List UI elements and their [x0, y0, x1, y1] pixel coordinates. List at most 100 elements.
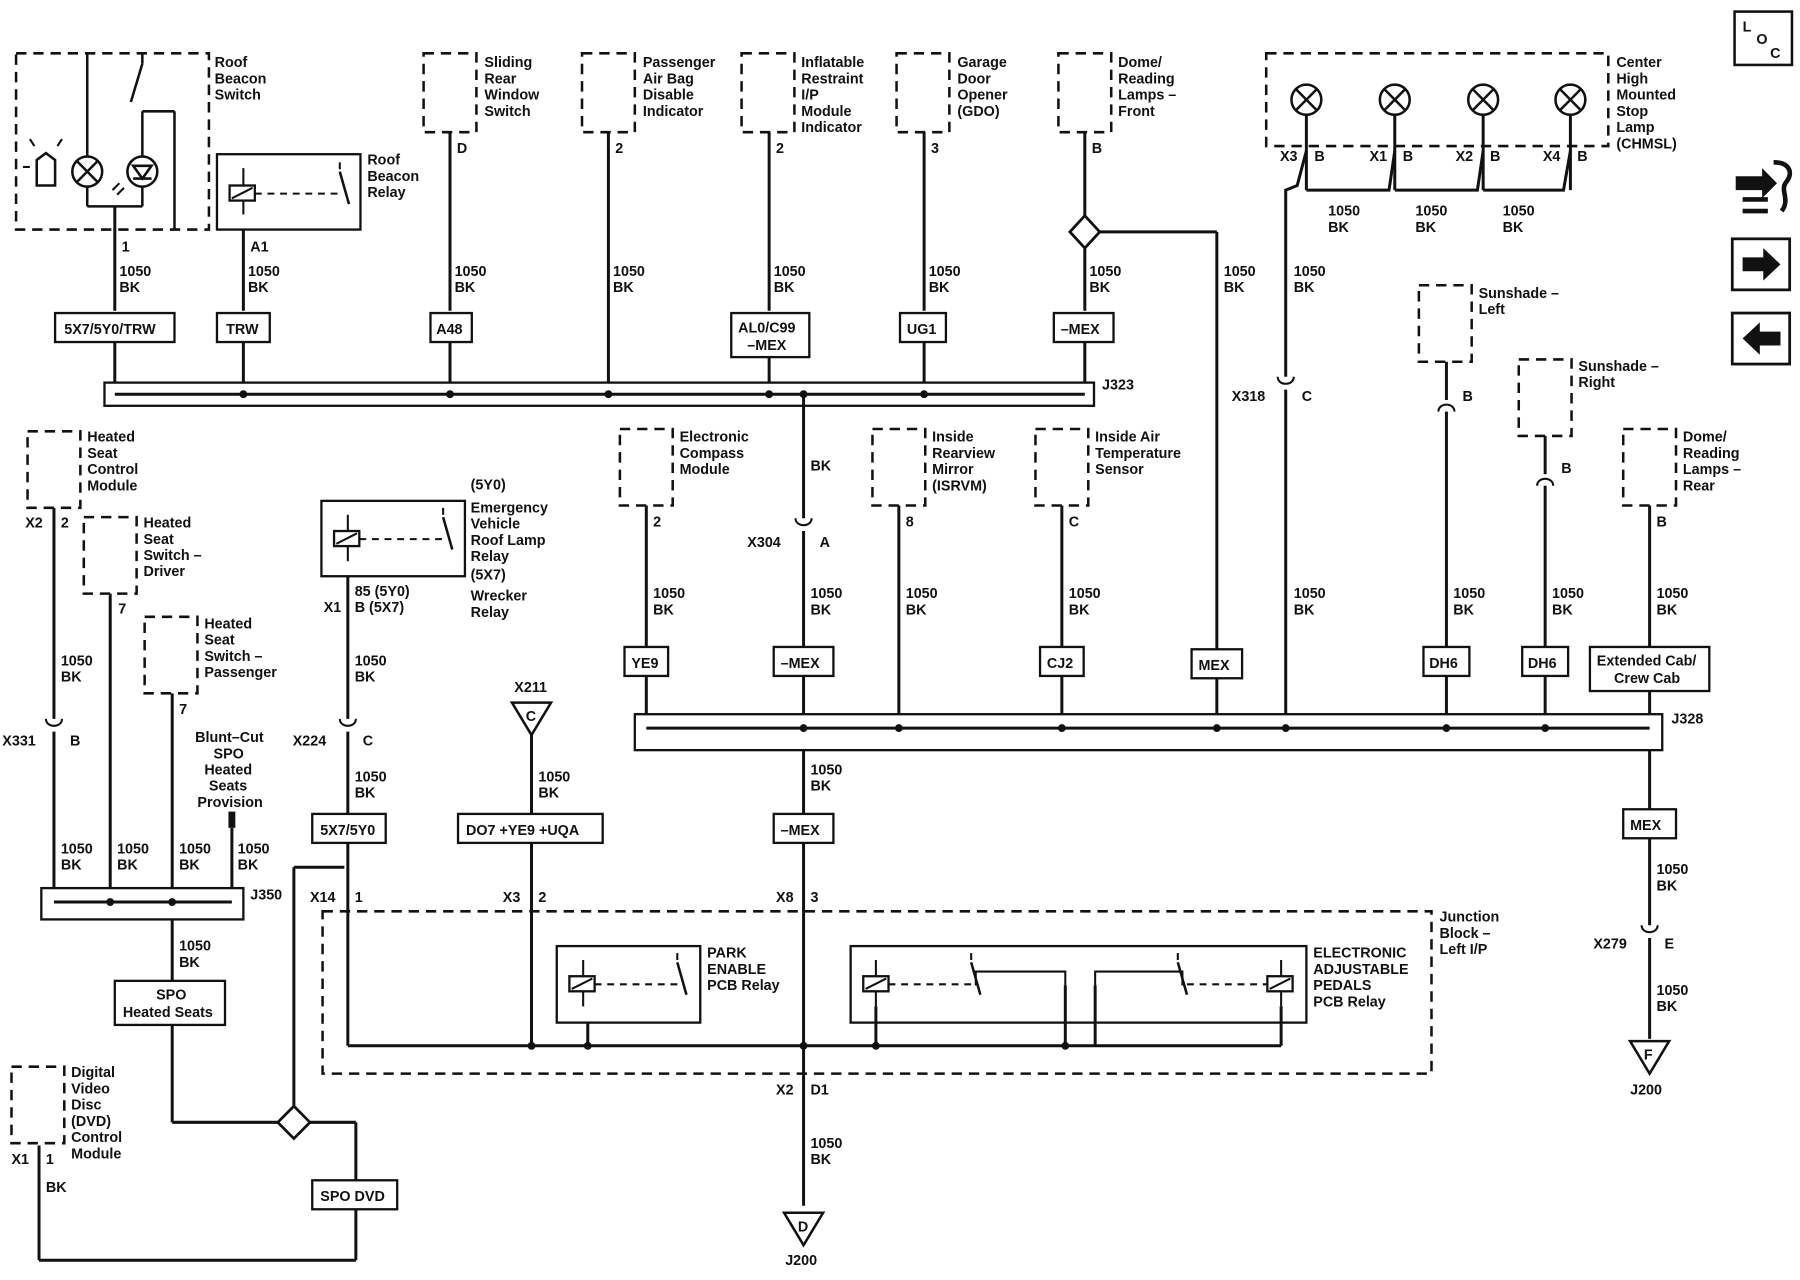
svg-text:AL0/C99: AL0/C99: [738, 321, 795, 337]
svg-text:O: O: [1756, 32, 1767, 48]
svg-text:Heated: Heated: [204, 762, 252, 778]
svg-text:BK: BK: [355, 786, 376, 802]
svg-text:X2: X2: [25, 515, 43, 531]
svg-text:DH6: DH6: [1528, 656, 1557, 672]
svg-text:Beacon: Beacon: [215, 71, 267, 87]
svg-text:1050: 1050: [1328, 204, 1360, 220]
svg-text:1050: 1050: [1224, 264, 1256, 280]
svg-text:1050: 1050: [929, 264, 961, 280]
svg-text:PEDALS: PEDALS: [1313, 978, 1372, 994]
svg-text:Dome/: Dome/: [1683, 430, 1727, 446]
svg-text:1050: 1050: [810, 1136, 842, 1152]
svg-text:Reading: Reading: [1118, 71, 1175, 87]
svg-text:E: E: [1665, 936, 1675, 952]
svg-text:1050: 1050: [119, 264, 151, 280]
lamp-icon: [1378, 83, 1411, 117]
svg-text:BK: BK: [455, 280, 476, 296]
previous-arrow-icon[interactable]: [1730, 311, 1792, 366]
electronic-adjustable-pedals-pcb-relay: ELECTRONIC ADJUSTABLE PEDALS PCB Relay: [849, 944, 1409, 1046]
location-icon[interactable]: L O C: [1733, 10, 1794, 67]
svg-text:I/P: I/P: [801, 88, 819, 104]
svg-text:Extended Cab/: Extended Cab/: [1597, 653, 1697, 669]
svg-text:X331: X331: [2, 733, 35, 749]
svg-text:A48: A48: [436, 322, 462, 338]
svg-text:Inside Air: Inside Air: [1095, 430, 1160, 446]
svg-text:2: 2: [538, 890, 546, 906]
next-arrow-icon[interactable]: [1730, 237, 1792, 292]
svg-text:Sunshade –: Sunshade –: [1479, 286, 1559, 302]
svg-text:1050: 1050: [61, 653, 93, 669]
svg-text:BK: BK: [248, 280, 269, 296]
svg-text:(DVD): (DVD): [71, 1114, 111, 1130]
svg-text:Disable: Disable: [643, 88, 694, 104]
svg-text:3: 3: [810, 890, 818, 906]
svg-text:C: C: [1302, 389, 1313, 405]
svg-text:ELECTRONIC: ELECTRONIC: [1313, 946, 1407, 962]
svg-text:Dome/: Dome/: [1118, 55, 1162, 71]
splice-bus-j350: J350 1050 BK: [40, 886, 282, 971]
svg-text:1050: 1050: [1657, 862, 1689, 878]
svg-text:MEX: MEX: [1630, 818, 1661, 834]
svg-text:X3: X3: [1280, 149, 1298, 165]
svg-text:Roof: Roof: [215, 55, 248, 71]
svg-text:X279: X279: [1593, 936, 1626, 952]
svg-text:Relay: Relay: [471, 605, 509, 621]
svg-text:J350: J350: [250, 888, 282, 904]
svg-text:1050: 1050: [1089, 264, 1121, 280]
svg-text:SPO: SPO: [214, 746, 244, 762]
svg-text:Compass: Compass: [680, 446, 745, 462]
svg-text:B: B: [1657, 514, 1667, 530]
svg-text:1050: 1050: [355, 653, 387, 669]
svg-text:BK: BK: [1415, 220, 1436, 236]
svg-text:Reading: Reading: [1683, 446, 1740, 462]
svg-text:BK: BK: [1453, 602, 1474, 618]
svg-text:BK: BK: [355, 670, 376, 686]
svg-text:Inflatable: Inflatable: [801, 55, 864, 71]
svg-text:Air Bag: Air Bag: [643, 71, 694, 87]
main-ground-trunk: BK X304 A 1050 BK –MEX 1050 BK –MEX X8 3…: [747, 394, 842, 1269]
svg-text:Sunshade –: Sunshade –: [1578, 359, 1658, 375]
inside-rearview-mirror: 8 1050 BK Inside Rearview Mirror (ISRVM): [871, 427, 996, 729]
dome-reading-lamps-front: B 1050 BK 1050 BK Dome/ Reading Lamps – …: [1057, 52, 1256, 652]
svg-text:1050: 1050: [1069, 586, 1101, 602]
svg-text:X318: X318: [1232, 389, 1265, 405]
svg-text:DO7 +YE9 +UQA: DO7 +YE9 +UQA: [466, 823, 580, 839]
svg-text:X304: X304: [747, 535, 780, 551]
svg-text:Seat: Seat: [143, 532, 173, 548]
svg-text:J328: J328: [1671, 711, 1703, 727]
svg-text:(5X7): (5X7): [471, 568, 506, 584]
svg-text:–MEX: –MEX: [781, 656, 820, 672]
svg-text:1050: 1050: [538, 769, 570, 785]
svg-text:DH6: DH6: [1429, 656, 1458, 672]
svg-text:Opener: Opener: [957, 88, 1008, 104]
svg-text:BK: BK: [1657, 602, 1678, 618]
svg-text:ADJUSTABLE: ADJUSTABLE: [1313, 962, 1409, 978]
svg-text:Heated: Heated: [143, 515, 191, 531]
blunt-cut-spo-heated-seats-provision: Blunt–Cut SPO Heated Seats Provision 105…: [195, 730, 270, 903]
svg-text:(CHMSL): (CHMSL): [1616, 136, 1677, 152]
svg-text:BK: BK: [1328, 220, 1349, 236]
connector-x318: X318 C 1050 BK: [1232, 376, 1326, 729]
svg-text:1050: 1050: [774, 264, 806, 280]
svg-text:Vehicle: Vehicle: [471, 517, 520, 533]
svg-text:B (5X7): B (5X7): [355, 600, 405, 616]
svg-text:C: C: [1770, 46, 1781, 62]
svg-text:UG1: UG1: [907, 322, 936, 338]
svg-text:–MEX: –MEX: [781, 823, 820, 839]
roof-beacon-switch: 1 1050 BK: [14, 52, 211, 311]
svg-text:BK: BK: [810, 459, 831, 475]
svg-text:1050: 1050: [238, 841, 270, 857]
svg-text:Disc: Disc: [71, 1098, 101, 1114]
svg-text:X3: X3: [503, 890, 521, 906]
svg-text:PCB Relay: PCB Relay: [1313, 994, 1386, 1010]
svg-text:J200: J200: [1630, 1082, 1662, 1098]
svg-text:BK: BK: [1069, 602, 1090, 618]
svg-text:ENABLE: ENABLE: [707, 962, 766, 978]
svg-text:Passenger: Passenger: [643, 55, 716, 71]
svg-text:BK: BK: [1294, 280, 1315, 296]
wiring-diagram-icon[interactable]: [1735, 160, 1793, 214]
svg-text:PCB Relay: PCB Relay: [707, 978, 780, 994]
svg-text:Relay: Relay: [471, 549, 509, 565]
svg-text:1050: 1050: [1503, 204, 1535, 220]
svg-text:Left I/P: Left I/P: [1440, 942, 1488, 958]
